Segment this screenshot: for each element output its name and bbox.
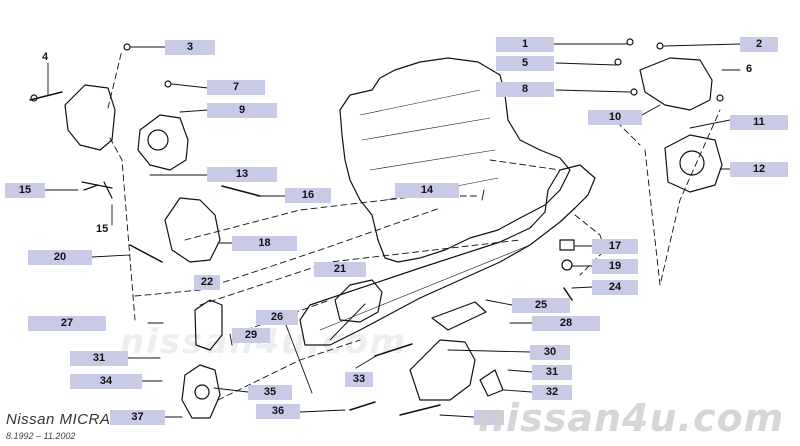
callout-5: 5 bbox=[496, 56, 554, 71]
model-name: Nissan MICRA bbox=[6, 411, 111, 428]
callout-6: 6 bbox=[746, 63, 753, 75]
callout-4: 4 bbox=[42, 51, 49, 63]
callout-9: 9 bbox=[207, 103, 277, 118]
callout-15b: 15 bbox=[96, 223, 109, 235]
callout-21: 21 bbox=[314, 262, 366, 277]
callout-36: 37 bbox=[110, 410, 165, 425]
callout-14: 14 bbox=[395, 183, 459, 198]
callout-32: 33 bbox=[345, 372, 373, 387]
callout-19: 20 bbox=[28, 250, 92, 265]
callout-11: 11 bbox=[730, 115, 788, 130]
callout-25: 26 bbox=[256, 310, 298, 325]
right-insulator bbox=[664, 134, 723, 193]
callout-31b: 32 bbox=[532, 385, 572, 400]
callout-29: 30 bbox=[530, 345, 570, 360]
callout-28: 29 bbox=[232, 328, 270, 343]
callout-17: 18 bbox=[232, 236, 297, 251]
callout-18: 17 bbox=[592, 239, 638, 254]
callout-31a: 31 bbox=[532, 365, 572, 380]
callout-1: 1 bbox=[496, 37, 554, 52]
callout-22: 22 bbox=[194, 275, 220, 290]
callout-20: 19 bbox=[592, 259, 638, 274]
callout-7: 7 bbox=[207, 80, 265, 95]
callout-24: 25 bbox=[512, 298, 570, 313]
callout-13: 13 bbox=[207, 167, 277, 182]
callout-15a: 15 bbox=[5, 183, 45, 198]
production-dates: 8.1992 – 11.2002 bbox=[6, 431, 76, 441]
rear-mount bbox=[409, 339, 476, 401]
right-bracket bbox=[639, 57, 713, 111]
rear-bracket bbox=[164, 197, 221, 263]
callout-35: 36 bbox=[256, 404, 300, 419]
left-bracket bbox=[64, 84, 116, 151]
callout-26: 27 bbox=[28, 316, 106, 331]
left-insulator bbox=[137, 114, 189, 171]
lower-bracket bbox=[194, 299, 223, 351]
callout-30: 31 bbox=[70, 351, 128, 366]
callout-23: 24 bbox=[592, 280, 638, 295]
callout-2: 2 bbox=[740, 37, 778, 52]
callout-33: 34 bbox=[70, 374, 142, 389]
callout-34: 35 bbox=[248, 385, 292, 400]
lower-mount bbox=[181, 364, 221, 419]
callout-10: 10 bbox=[588, 110, 642, 125]
site-watermark: nissan4u.com bbox=[478, 396, 785, 440]
center-member bbox=[299, 164, 596, 346]
callout-12: 12 bbox=[730, 162, 788, 177]
callout-16: 16 bbox=[285, 188, 331, 203]
callout-8: 8 bbox=[496, 82, 554, 97]
callout-3: 3 bbox=[165, 40, 215, 55]
engine-outline bbox=[339, 57, 571, 263]
callout-37 bbox=[474, 410, 504, 425]
callout-27: 28 bbox=[532, 316, 600, 331]
